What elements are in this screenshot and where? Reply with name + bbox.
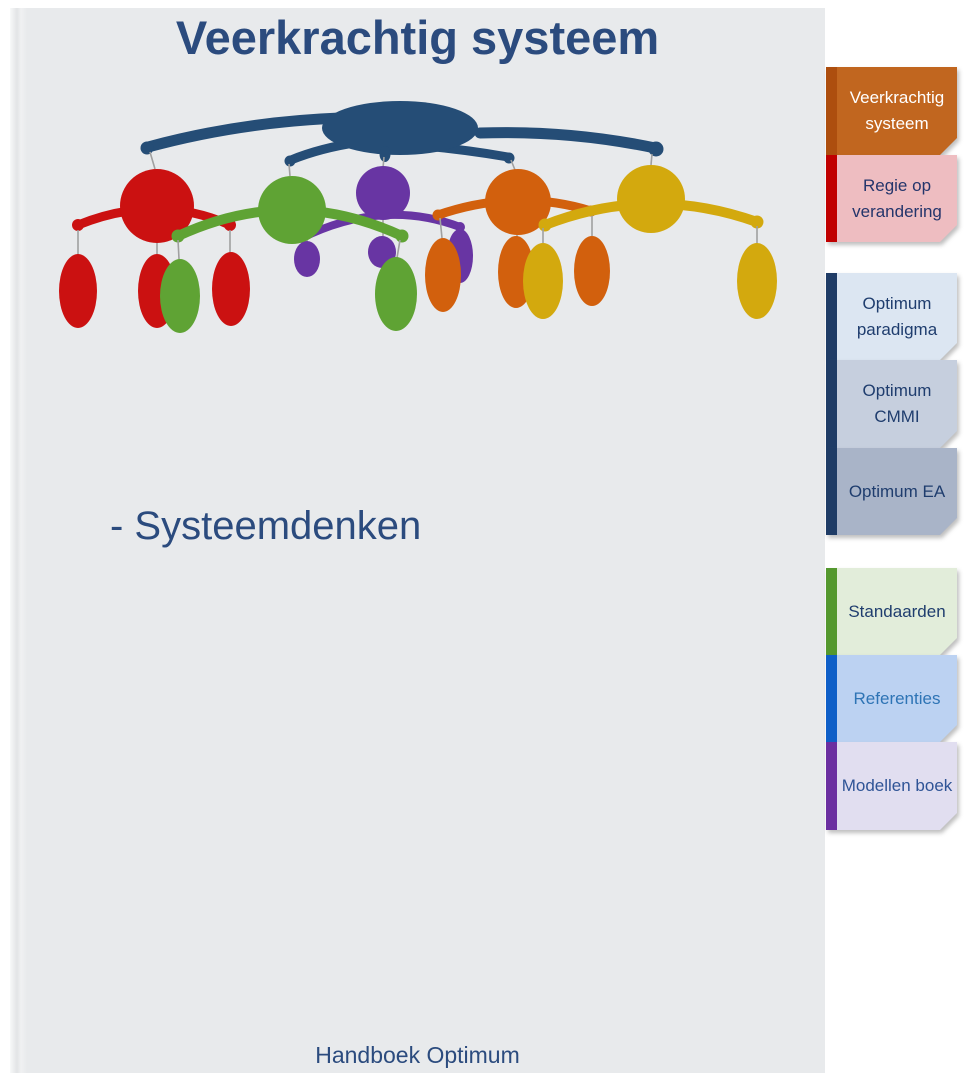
page-subtitle: - Systeemdenken bbox=[110, 504, 422, 548]
tab-label[interactable]: Optimum CMMI bbox=[837, 360, 957, 448]
tab-label[interactable]: Optimum paradigma bbox=[837, 273, 957, 360]
tab-referenties[interactable]: Referenties bbox=[826, 655, 957, 742]
tab-label[interactable]: Optimum EA bbox=[837, 448, 957, 535]
tab-standaarden[interactable]: Standaarden bbox=[826, 568, 957, 655]
tab-label[interactable]: Modellen boek bbox=[837, 742, 957, 830]
mobile-branch-green bbox=[160, 176, 417, 333]
tab-regie-op-verandering[interactable]: Regie op verandering bbox=[826, 155, 957, 242]
mobile-branch-red bbox=[59, 169, 250, 328]
tab-color-bar bbox=[826, 273, 837, 360]
cover-page: Veerkrachtig systeem bbox=[10, 8, 825, 1073]
tab-label[interactable]: Regie op verandering bbox=[837, 155, 957, 242]
mobile-top-blue bbox=[140, 101, 664, 167]
tab-color-bar bbox=[826, 67, 837, 155]
tab-optimum-ea[interactable]: Optimum EA bbox=[826, 448, 957, 535]
mobile-branch-orange bbox=[425, 169, 610, 312]
tab-veerkrachtig-systeem[interactable]: Veerkrachtig systeem bbox=[826, 67, 957, 155]
page-footer: Handboek Optimum bbox=[315, 1042, 520, 1068]
mobile-strings bbox=[149, 151, 653, 177]
tab-color-bar bbox=[826, 155, 837, 242]
tab-label[interactable]: Standaarden bbox=[837, 568, 957, 655]
mobile-illustration bbox=[59, 101, 777, 333]
page-title: Veerkrachtig systeem bbox=[175, 11, 660, 64]
mobile-branch-yellow bbox=[523, 165, 777, 319]
tab-color-bar bbox=[826, 568, 837, 655]
tab-color-bar bbox=[826, 360, 837, 448]
tab-modellen-boek[interactable]: Modellen boek bbox=[826, 742, 957, 830]
tab-color-bar bbox=[826, 448, 837, 535]
tab-optimum-cmmi[interactable]: Optimum CMMI bbox=[826, 360, 957, 448]
tab-color-bar bbox=[826, 655, 837, 742]
tab-label[interactable]: Veerkrachtig systeem bbox=[837, 67, 957, 155]
tab-optimum-paradigma[interactable]: Optimum paradigma bbox=[826, 273, 957, 360]
tab-label[interactable]: Referenties bbox=[837, 655, 957, 742]
tab-color-bar bbox=[826, 742, 837, 830]
